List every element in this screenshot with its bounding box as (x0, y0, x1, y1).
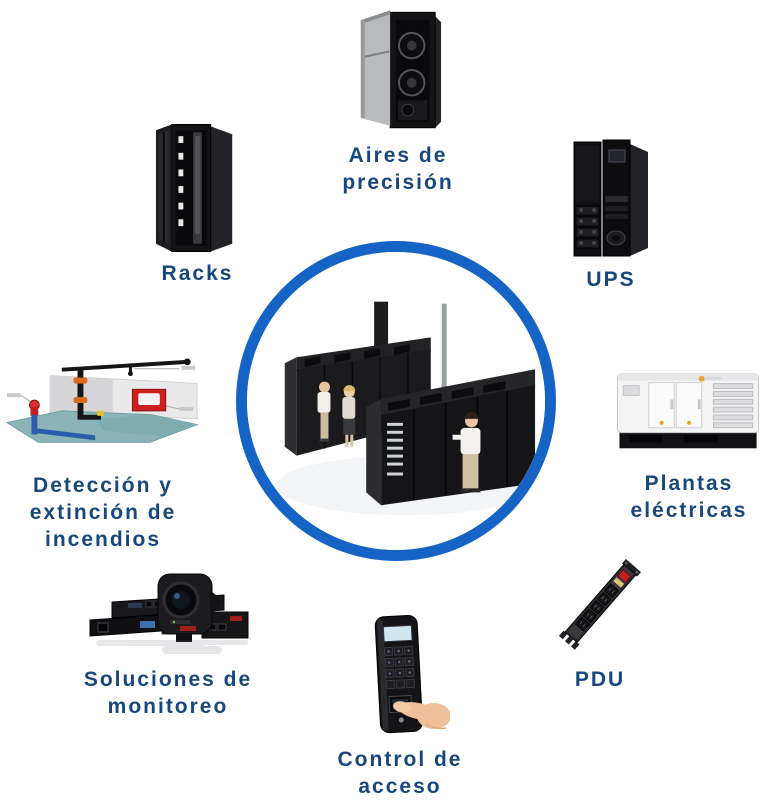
label-pdu: PDU (574, 668, 626, 691)
datacenter-circle (236, 241, 556, 561)
label-aires-de-precision: Aires de precisión (342, 144, 454, 194)
ups-cabinet-icon (573, 139, 648, 257)
item-plantas-electricas: Plantas eléctricas (610, 366, 768, 524)
power-distribution-unit-icon (558, 558, 642, 650)
item-control-de-acceso: Control de acceso (305, 612, 495, 800)
label-plantas-electricas: Plantas eléctricas (630, 472, 748, 522)
item-ups: UPS (535, 134, 687, 293)
item-aires-de-precision: Aires de precisión (300, 6, 496, 196)
technician-figure (342, 385, 356, 447)
fire-suppression-system-icon (5, 358, 199, 443)
item-soluciones-de-monitoreo: Soluciones de monitoreo (58, 572, 278, 720)
monitoring-camera-appliances-icon (89, 573, 249, 654)
camera-icon (157, 573, 224, 642)
biometric-access-reader-icon (374, 614, 450, 734)
finger-icon (393, 701, 450, 730)
item-racks: Racks (120, 120, 275, 287)
item-pdu: PDU (548, 552, 652, 693)
technician-figure (317, 381, 331, 442)
server-rack-icon (155, 123, 232, 253)
diesel-generator-icon (617, 373, 760, 449)
label-ups: UPS (586, 268, 636, 291)
datacenter-racks-aisle-icon (247, 252, 545, 550)
label-deteccion-extincion-incendios: Detección y extinción de incendios (29, 474, 177, 551)
label-soluciones-de-monitoreo: Soluciones de monitoreo (83, 668, 253, 718)
label-control-de-acceso: Control de acceso (337, 748, 463, 798)
item-deteccion-extincion-incendios: Detección y extinción de incendios (5, 354, 201, 553)
label-racks: Racks (161, 262, 234, 285)
precision-air-conditioner-icon (360, 10, 442, 129)
technician-figure (452, 411, 481, 493)
